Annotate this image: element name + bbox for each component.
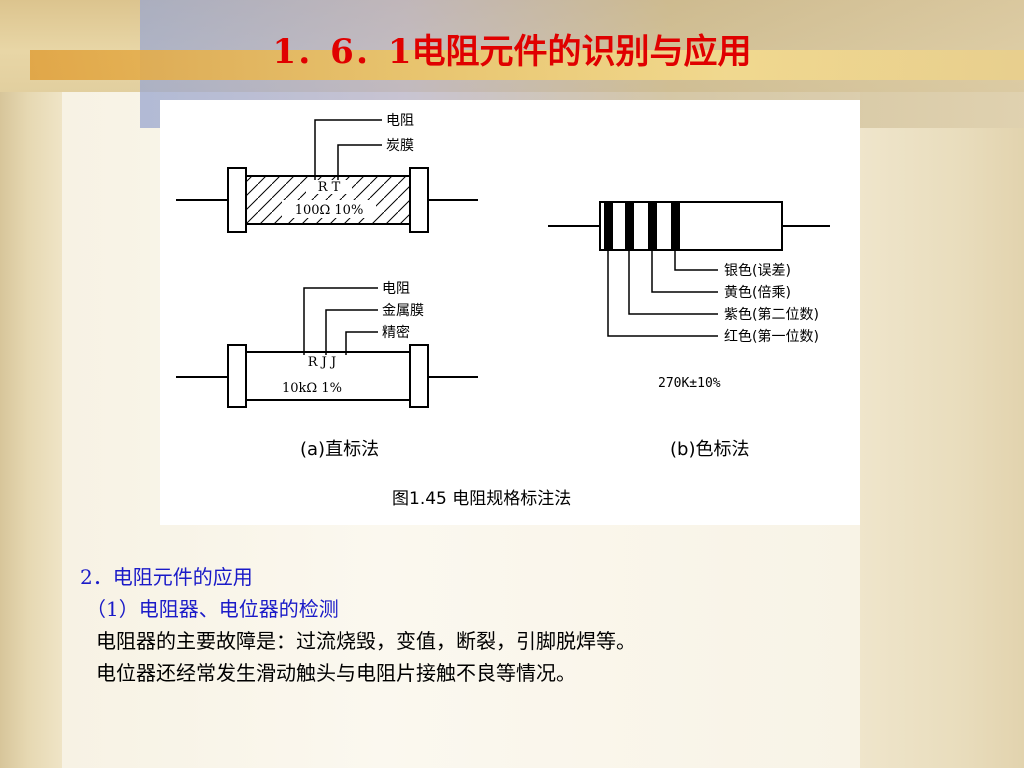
label-metal-film: 金属膜 <box>382 303 424 319</box>
left-decor-band <box>0 0 62 768</box>
body-line-faults: 电阻器的主要故障是：过流烧毁，变值，断裂，引脚脱焊等。 <box>96 629 636 653</box>
metal-marking-code: R J J <box>308 355 336 370</box>
carbon-marking-value: 100Ω 10% <box>295 203 364 218</box>
label-silver-band: 银色(误差) <box>724 262 791 279</box>
label-resistor-b: 电阻 <box>382 281 410 297</box>
band-yellow <box>648 202 657 250</box>
figure-background <box>160 100 860 525</box>
label-red-band: 红色(第一位数) <box>724 328 819 345</box>
band-silver <box>671 202 680 250</box>
caption-color-method: (b)色标法 <box>670 439 749 460</box>
carbon-film-resistor: R T 100Ω 10% 电阻 炭膜 <box>176 113 478 233</box>
carbon-marking-code: R T <box>318 180 341 195</box>
resistor-marking-figure: R T 100Ω 10% 电阻 炭膜 R J J 10kΩ 1% 电阻 金属膜 … <box>176 113 830 509</box>
body-line-potentiometer: 电位器还经常发生滑动触头与电阻片接触不良等情况。 <box>96 661 576 685</box>
figure-caption: 图1.45 电阻规格标注法 <box>392 489 571 509</box>
metal-film-resistor: R J J 10kΩ 1% 电阻 金属膜 精密 <box>176 281 478 408</box>
color-band-resistor: 银色(误差) 黄色(倍乘) 紫色(第二位数) 红色(第一位数) 270K±10% <box>548 201 830 391</box>
section-subheading: （1）电阻器、电位器的检测 <box>86 597 339 621</box>
band-red <box>604 202 613 250</box>
metal-marking-value: 10kΩ 1% <box>282 381 342 396</box>
label-yellow-band: 黄色(倍乘) <box>724 284 791 301</box>
right-decor-band <box>860 128 1024 768</box>
color-code-value: 270K±10% <box>658 376 721 391</box>
caption-direct-method: (a)直标法 <box>300 439 379 460</box>
slide-title: 1．6．1电阻元件的识别与应用 <box>272 32 752 72</box>
label-resistor-a: 电阻 <box>386 113 414 129</box>
label-precision: 精密 <box>382 324 410 341</box>
band-violet <box>625 202 634 250</box>
banner-strip <box>30 50 1024 80</box>
section-heading: 2．电阻元件的应用 <box>80 565 253 589</box>
label-carbon-film: 炭膜 <box>386 138 414 154</box>
label-violet-band: 紫色(第二位数) <box>724 306 819 323</box>
body-text: 2．电阻元件的应用 （1）电阻器、电位器的检测 电阻器的主要故障是：过流烧毁，变… <box>80 561 860 689</box>
